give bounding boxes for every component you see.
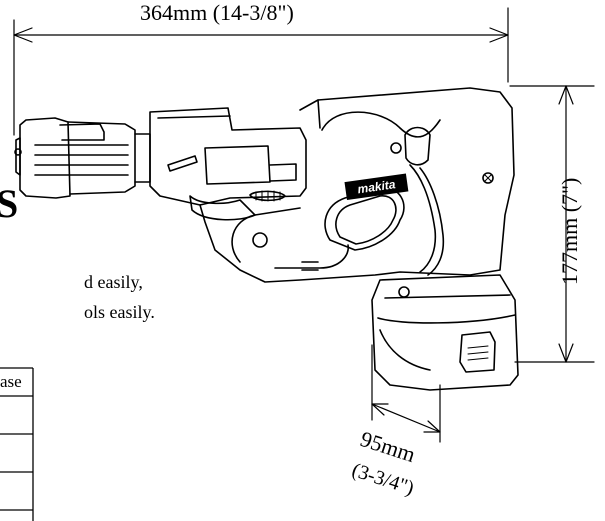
height-arrow-top bbox=[558, 85, 574, 105]
body-text-line-1: d easily, bbox=[84, 272, 143, 292]
battery-curve bbox=[379, 329, 431, 371]
housing-screw-1 bbox=[252, 232, 268, 248]
body-text-line-2: ols easily. bbox=[84, 302, 155, 322]
main-housing bbox=[199, 87, 515, 283]
button-indent bbox=[404, 126, 431, 166]
heading-fragment: S bbox=[0, 181, 19, 226]
nose-body bbox=[67, 121, 136, 195]
front-handle-loop bbox=[231, 207, 301, 263]
battery-screw bbox=[398, 286, 410, 298]
width-dimension-line bbox=[371, 403, 441, 433]
nose-piece bbox=[14, 117, 151, 199]
housing-screw-2 bbox=[482, 172, 494, 184]
length-arrow-right bbox=[489, 27, 509, 43]
length-arrow-left bbox=[13, 27, 33, 43]
attachment-slot bbox=[167, 155, 198, 172]
trigger-guard bbox=[324, 187, 405, 251]
grip-outline bbox=[409, 164, 437, 273]
housing-top-edge bbox=[317, 99, 321, 129]
trigger-guard-inner bbox=[335, 195, 397, 245]
attachment-tab bbox=[269, 163, 297, 182]
length-dimension bbox=[13, 7, 509, 136]
width-dimension bbox=[371, 344, 441, 443]
nose-collar bbox=[134, 133, 151, 183]
nose-tip bbox=[14, 148, 22, 156]
width-arrow-right bbox=[423, 420, 441, 433]
nose-cap bbox=[19, 117, 71, 199]
adjust-wheel bbox=[249, 190, 286, 202]
battery-outline bbox=[371, 274, 519, 391]
housing-outline bbox=[199, 87, 515, 283]
height-arrow-bottom bbox=[558, 343, 574, 363]
nose-band bbox=[59, 123, 105, 141]
nose-cap-face bbox=[15, 137, 21, 176]
housing-seam bbox=[321, 111, 441, 138]
housing-screw-2-slot bbox=[484, 174, 492, 182]
battery-mid-band bbox=[377, 314, 516, 324]
adjust-wheel-teeth bbox=[255, 190, 281, 202]
housing-screw-3 bbox=[390, 142, 402, 154]
attachment-body bbox=[149, 107, 307, 221]
attachment-top-rail bbox=[157, 115, 231, 119]
battery-pack bbox=[371, 274, 519, 391]
grip-inner bbox=[419, 167, 445, 276]
height-label: 177mm (7") bbox=[557, 177, 582, 285]
height-dimension bbox=[509, 85, 595, 363]
width-arrow-left bbox=[371, 403, 389, 416]
attachment-outline bbox=[149, 107, 307, 206]
battery-latch bbox=[459, 331, 496, 373]
attachment-window bbox=[204, 145, 271, 185]
battery-latch-ridges bbox=[467, 345, 489, 361]
length-label: 364mm (14-3/8") bbox=[140, 0, 294, 25]
lower-body-line bbox=[274, 244, 349, 269]
table-header-fragment: ase bbox=[0, 372, 22, 391]
